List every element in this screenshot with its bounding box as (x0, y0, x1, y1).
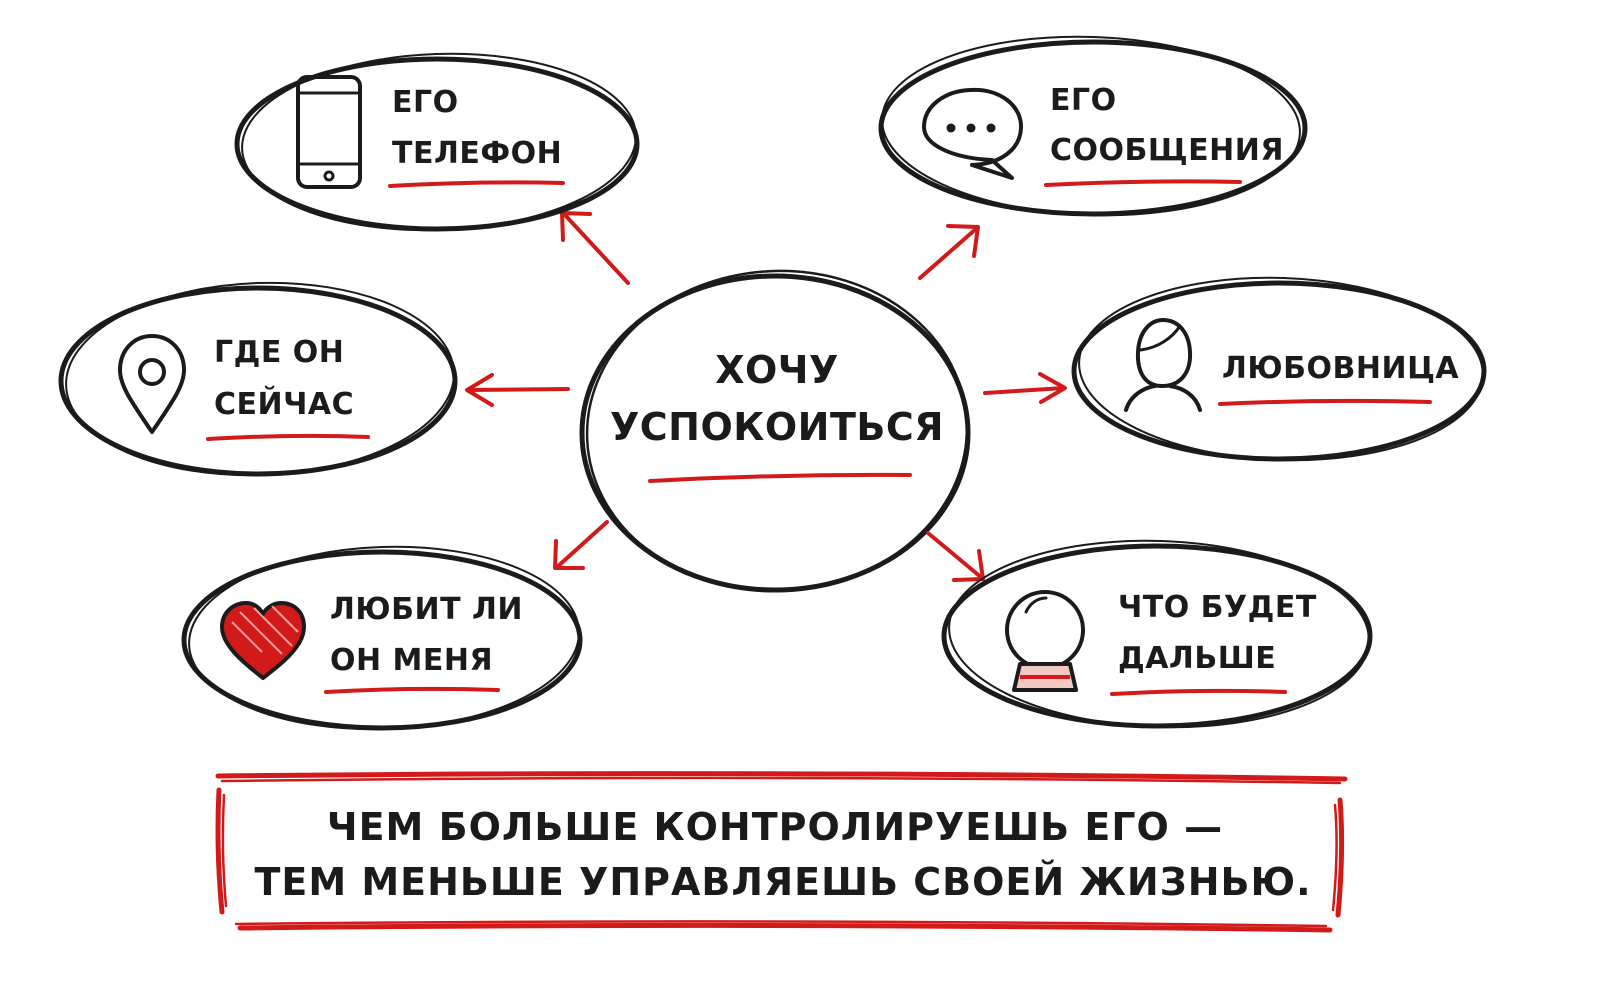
phone-icon (296, 75, 362, 189)
heart-icon (220, 601, 306, 680)
node-future-line2: ДАЛЬШЕ (1118, 641, 1276, 676)
arrows (465, 211, 1067, 582)
node-future-line1: ЧТО БУДЕТ (1118, 590, 1317, 625)
location-pin-icon (118, 334, 186, 434)
center-label-line1: ХОЧУ (715, 348, 839, 392)
quote-line2: ТЕМ МЕНЬШЕ УПРАВЛЯЕШЬ СВОЕЙ ЖИЗНЬЮ. (254, 860, 1311, 904)
node-phone-line2: ТЕЛЕФОН (392, 136, 562, 171)
node-location: ГДЕ ОН СЕЙЧАС (58, 281, 458, 477)
center-underline (648, 472, 912, 483)
arrow-to-location (465, 373, 570, 407)
node-messages-line1: ЕГО (1050, 83, 1117, 118)
node-mistress-line1: ЛЮБОВНИЦА (1222, 351, 1459, 386)
quote-line1: ЧЕМ БОЛЬШЕ КОНТРОЛИРУЕШЬ ЕГО — (327, 805, 1223, 849)
center-node: ХОЧУ УСПОКОИТЬСЯ (579, 269, 971, 593)
crystal-ball-icon (1005, 590, 1085, 692)
arrow-to-love (553, 520, 609, 570)
arrow-to-future (926, 531, 985, 582)
center-label-line2: УСПОКОИТЬСЯ (610, 405, 944, 449)
quote-box: ЧЕМ БОЛЬШЕ КОНТРОЛИРУЕШЬ ЕГО — ТЕМ МЕНЬШ… (215, 771, 1348, 933)
woman-icon (1124, 318, 1202, 412)
arrow-to-messages (918, 224, 980, 280)
arrow-to-phone (560, 211, 630, 285)
node-phone: ЕГО ТЕЛЕФОН (234, 52, 640, 232)
chat-bubble-icon (922, 87, 1024, 180)
node-love-line2: ОН МЕНЯ (330, 643, 493, 678)
node-mistress: ЛЮБОВНИЦА (1071, 276, 1487, 462)
node-future: ЧТО БУДЕТ ДАЛЬШЕ (941, 539, 1373, 729)
node-love-line1: ЛЮБИТ ЛИ (330, 592, 523, 627)
node-messages: ЕГО СООБЩЕНИЯ (878, 35, 1308, 217)
node-phone-line1: ЕГО (392, 85, 459, 120)
node-messages-line2: СООБЩЕНИЯ (1050, 133, 1284, 168)
node-love: ЛЮБИТ ЛИ ОН МЕНЯ (181, 545, 583, 731)
node-location-line1: ГДЕ ОН (214, 335, 344, 370)
node-location-line2: СЕЙЧАС (214, 386, 354, 422)
arrow-to-mistress (983, 372, 1067, 404)
